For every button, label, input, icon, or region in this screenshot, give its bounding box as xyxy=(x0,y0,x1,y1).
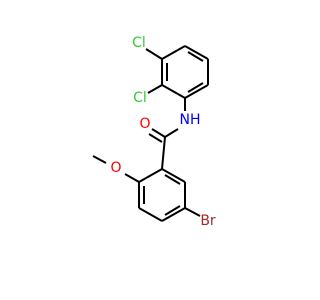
bond xyxy=(164,174,181,185)
bond xyxy=(184,207,201,217)
bond xyxy=(184,84,209,99)
bond xyxy=(161,168,186,183)
methoxy-oxygen-label: O xyxy=(110,160,121,176)
chlorine-atom-label: Cl xyxy=(133,90,147,106)
bond xyxy=(161,136,166,170)
bond xyxy=(164,128,179,138)
bond xyxy=(187,51,204,62)
bond xyxy=(124,173,140,183)
bond xyxy=(164,205,181,216)
bond xyxy=(161,45,186,60)
bromomethoxyphenyl-ring xyxy=(138,168,186,222)
bond xyxy=(92,155,107,164)
bond xyxy=(151,128,166,138)
bond xyxy=(148,133,163,143)
bond xyxy=(145,48,163,60)
dichlorophenyl-ring xyxy=(161,45,209,99)
amine-atom-label: NH xyxy=(180,112,201,128)
bond xyxy=(138,207,163,222)
bond xyxy=(161,84,186,99)
structure-canvas: Cl Cl NH O O Br xyxy=(92,35,216,229)
bond xyxy=(161,207,186,222)
chlorine-atom-label: Cl xyxy=(132,35,146,51)
bond xyxy=(184,45,209,60)
bond xyxy=(147,84,163,94)
bond xyxy=(187,82,204,93)
molecule-drawing: Cl Cl NH O O Br xyxy=(92,35,216,229)
bond xyxy=(138,168,163,183)
carbonyl-oxygen-label: O xyxy=(139,116,150,132)
bromine-atom-label: Br xyxy=(200,213,216,229)
